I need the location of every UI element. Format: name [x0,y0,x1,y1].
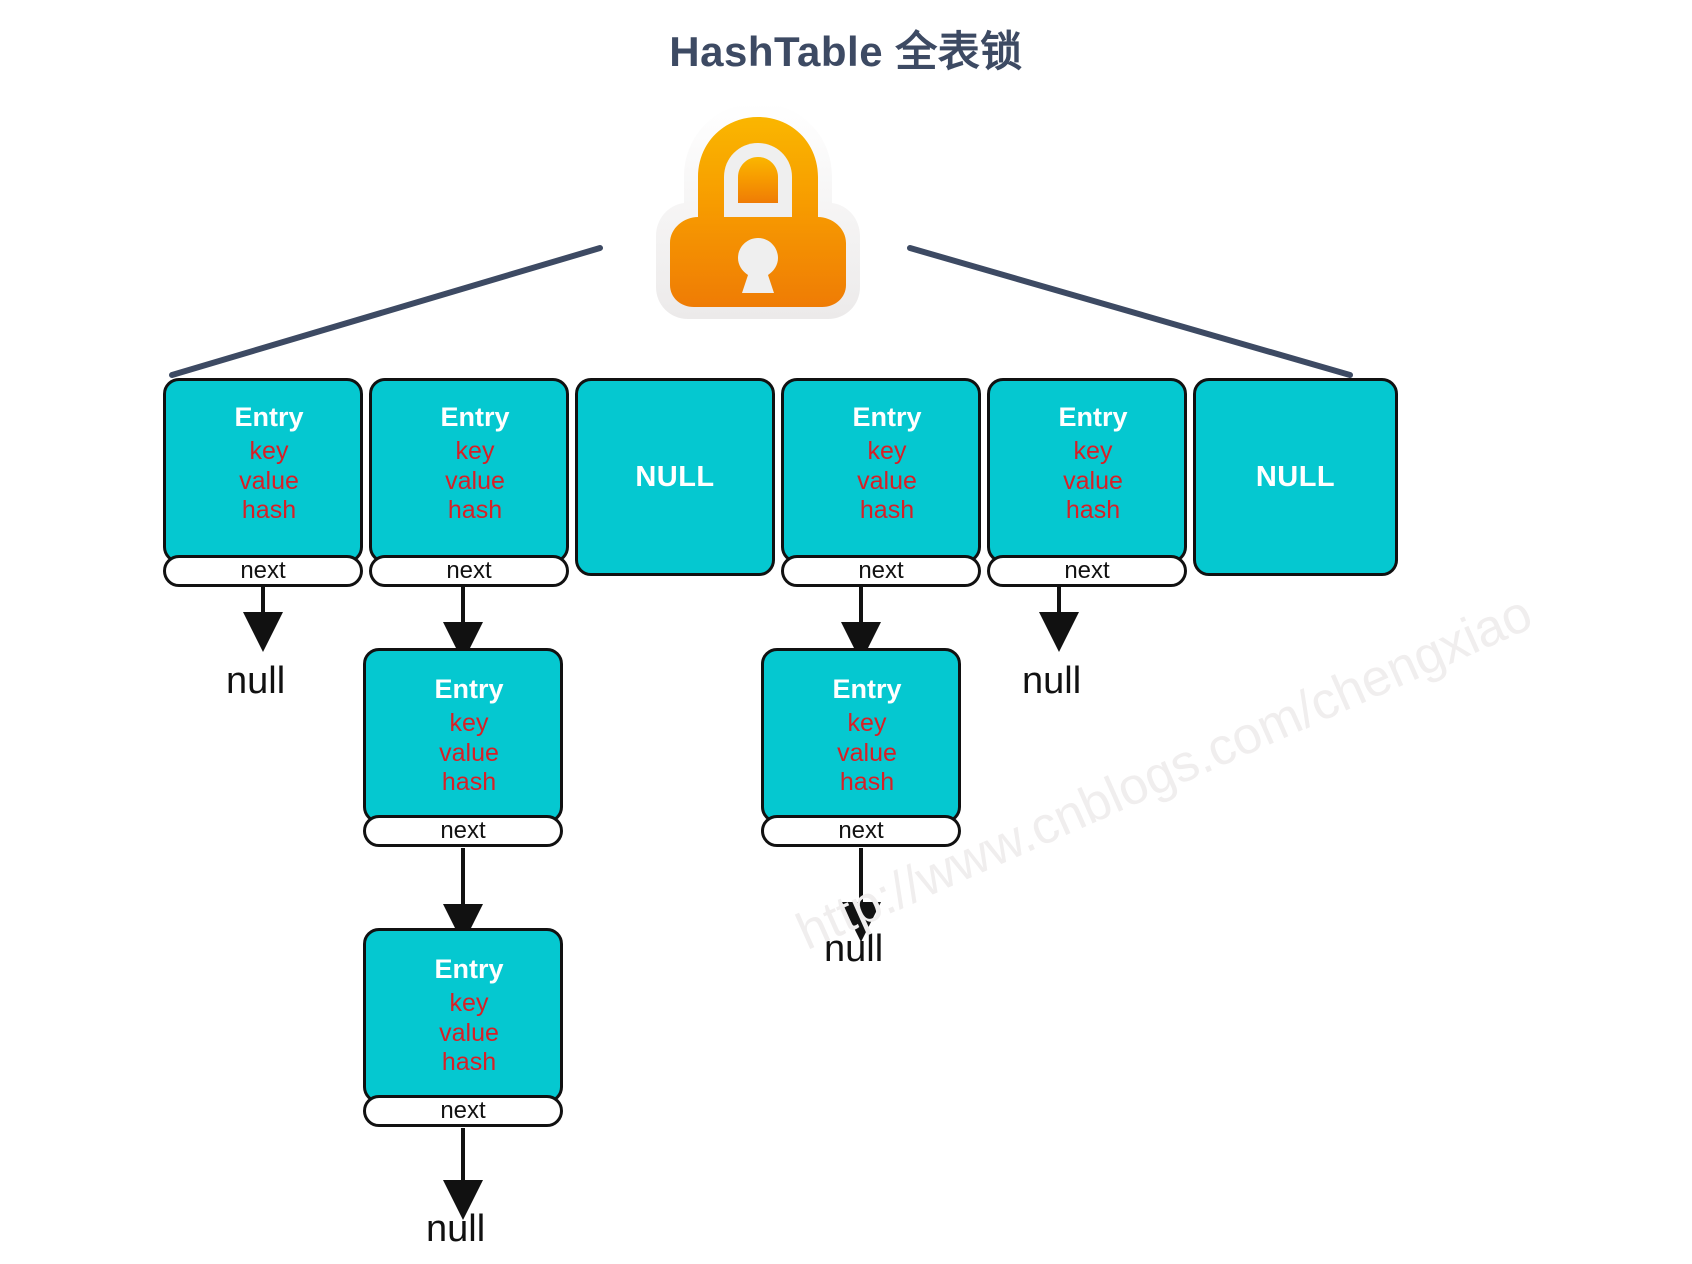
table-slot-0[interactable]: Entry key value hash next [163,378,363,587]
next-pointer[interactable]: next [369,555,569,587]
entry-title: Entry [1058,402,1128,432]
null-terminator-slot4: null [1022,660,1082,702]
lock-link-right [907,245,1353,378]
entry-title: Entry [434,674,504,704]
null-cell[interactable]: NULL [1193,378,1398,576]
entry-field-key: key [1073,437,1113,466]
entry-cell[interactable]: Entry key value hash [781,378,981,563]
entry-field-value: value [1063,466,1123,495]
entry-field-hash: hash [241,496,297,525]
entry-field-value: value [239,466,299,495]
entry-fields: key value hash [378,709,560,798]
entry-fields: key value hash [178,437,360,526]
next-pointer[interactable]: next [363,1095,563,1127]
entry-title: Entry [234,402,304,432]
entry-field-hash: hash [859,496,915,525]
entry-fields: key value hash [384,437,566,526]
entry-cell[interactable]: Entry key value hash [369,378,569,563]
entry-field-key: key [867,437,907,466]
table-slot-2[interactable]: NULL [575,378,775,576]
null-cell-label: NULL [1255,460,1336,493]
next-pointer[interactable]: next [363,815,563,847]
chain-node-1-0[interactable]: Entry key value hash next [363,648,563,847]
entry-field-key: key [847,709,887,738]
entry-title: Entry [434,954,504,984]
entry-field-key: key [455,437,495,466]
entry-field-hash: hash [839,768,895,797]
next-pointer[interactable]: next [987,555,1187,587]
next-pointer[interactable]: next [781,555,981,587]
entry-cell[interactable]: Entry key value hash [363,648,563,823]
table-slot-5[interactable]: NULL [1193,378,1398,576]
entry-cell[interactable]: Entry key value hash [987,378,1187,563]
null-terminator-chain1: null [426,1208,486,1250]
next-pointer[interactable]: next [761,815,961,847]
table-slot-3[interactable]: Entry key value hash next [781,378,981,587]
lock-link-left [169,245,603,378]
entry-field-key: key [449,709,489,738]
entry-field-value: value [445,466,505,495]
entry-fields: key value hash [776,709,958,798]
entry-fields: key value hash [796,437,978,526]
null-cell[interactable]: NULL [575,378,775,576]
chain-node-1-1[interactable]: Entry key value hash next [363,928,563,1127]
entry-cell[interactable]: Entry key value hash [761,648,961,823]
chain-node-3-0[interactable]: Entry key value hash next [761,648,961,847]
entry-fields: key value hash [1002,437,1184,526]
entry-cell[interactable]: Entry key value hash [163,378,363,563]
next-pointer[interactable]: next [163,555,363,587]
padlock-icon [638,95,878,325]
null-terminator-slot0: null [226,660,286,702]
entry-title: Entry [832,674,902,704]
page-title: HashTable 全表锁 [669,28,1023,75]
table-slot-4[interactable]: Entry key value hash next [987,378,1187,587]
hashtable-array: Entry key value hash next Entry key valu… [163,378,1398,587]
entry-field-hash: hash [441,768,497,797]
entry-field-value: value [439,738,499,767]
entry-field-hash: hash [447,496,503,525]
null-cell-label: NULL [635,460,715,493]
entry-field-key: key [449,989,489,1018]
null-terminator-chain3: null [824,928,884,970]
entry-field-value: value [857,466,917,495]
entry-field-hash: hash [1065,496,1121,525]
entry-field-key: key [249,437,289,466]
entry-fields: key value hash [378,989,560,1078]
entry-field-value: value [837,738,897,767]
entry-title: Entry [852,402,922,432]
entry-field-value: value [439,1018,499,1047]
entry-title: Entry [440,402,510,432]
table-slot-1[interactable]: Entry key value hash next [369,378,569,587]
entry-field-hash: hash [441,1048,497,1077]
entry-cell[interactable]: Entry key value hash [363,928,563,1103]
